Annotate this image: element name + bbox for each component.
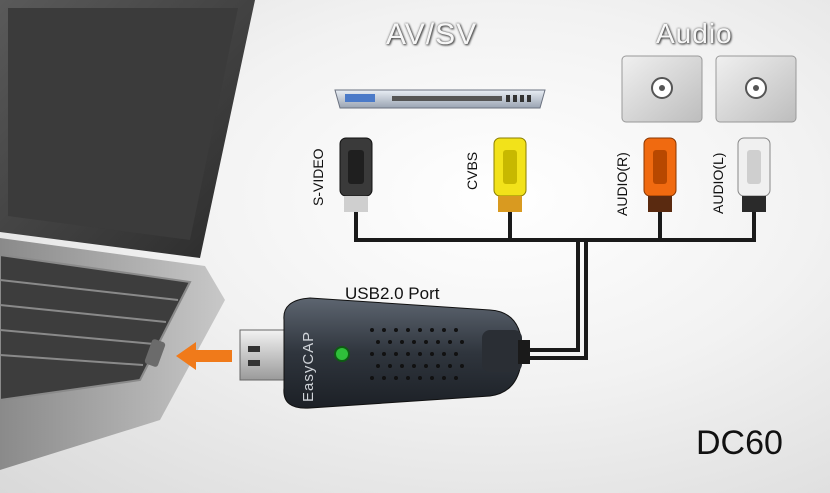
insert-arrow-icon bbox=[176, 342, 232, 370]
audio-jack-left bbox=[715, 55, 797, 123]
easycap-dongle bbox=[283, 297, 530, 409]
vent-holes bbox=[370, 328, 464, 380]
brand-label: EasyCAP bbox=[300, 330, 317, 402]
laptop bbox=[0, 0, 255, 470]
s-video-plug bbox=[339, 137, 373, 212]
usb-plug bbox=[239, 329, 289, 381]
status-led-icon bbox=[334, 346, 350, 362]
cvbs-label: CVBS bbox=[464, 151, 480, 190]
dvd-player bbox=[334, 89, 546, 109]
audio-l-label: AUDIO(L) bbox=[710, 152, 726, 214]
model-label: DC60 bbox=[696, 424, 783, 462]
laptop-usb-slot bbox=[144, 339, 166, 367]
audio-l-plug bbox=[737, 137, 771, 212]
cvbs-plug bbox=[493, 137, 527, 212]
av-sv-title: AV/SV bbox=[386, 18, 478, 51]
usb-port-label: USB2.0 Port bbox=[345, 284, 440, 303]
audio-title: Audio bbox=[656, 18, 733, 49]
audio-r-plug bbox=[643, 137, 677, 212]
s-video-label: S-VIDEO bbox=[310, 148, 326, 206]
cable-harness bbox=[354, 212, 756, 360]
audio-jack-right bbox=[621, 55, 703, 123]
audio-r-label: AUDIO(R) bbox=[614, 152, 630, 216]
keyboard bbox=[0, 253, 192, 402]
laptop-screen bbox=[8, 8, 238, 240]
